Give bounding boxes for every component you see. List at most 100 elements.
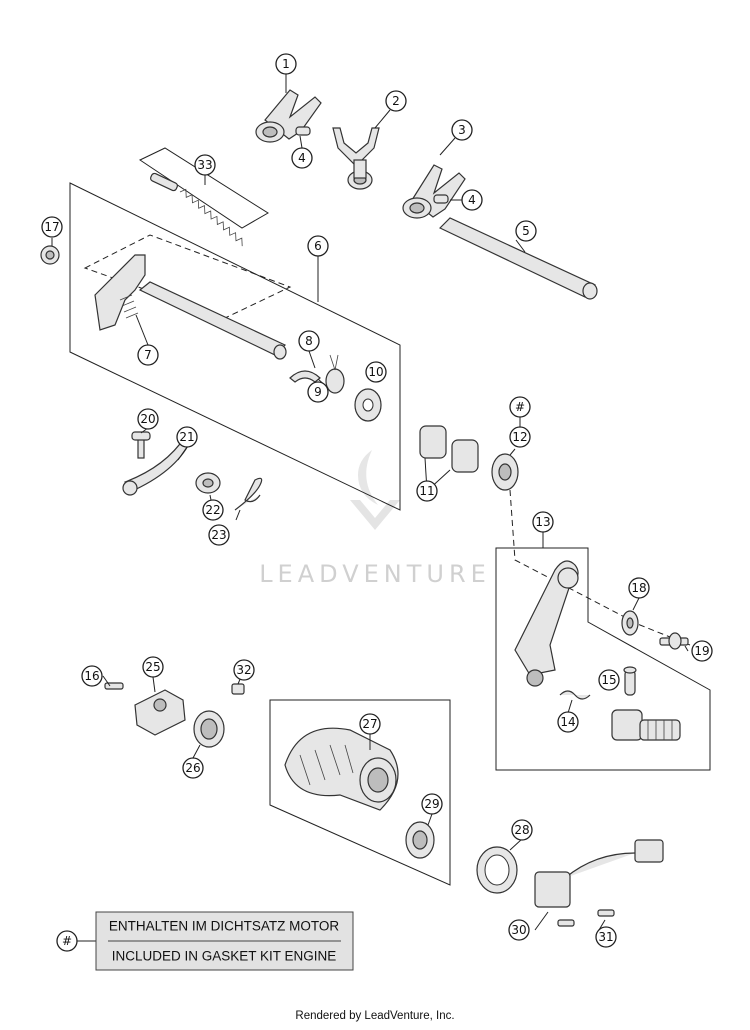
svg-text:18: 18 bbox=[631, 581, 646, 595]
shaft-seal bbox=[491, 453, 519, 491]
svg-text:22: 22 bbox=[205, 503, 220, 517]
svg-text:1: 1 bbox=[282, 57, 290, 71]
svg-text:5: 5 bbox=[522, 224, 530, 238]
callout-2: 2 bbox=[385, 90, 407, 112]
callout-30: 30 bbox=[508, 919, 530, 941]
cover-plug bbox=[231, 683, 245, 695]
svg-text:4: 4 bbox=[298, 151, 306, 165]
shift-fork-2 bbox=[332, 127, 380, 190]
callout-12: 12 bbox=[509, 426, 531, 448]
callout-4-lower: 4 bbox=[461, 189, 483, 211]
shift-shaft bbox=[94, 254, 287, 360]
gasket-kit-legend: # ENTHALTEN IM DICHTSATZ MOTOR INCLUDED … bbox=[56, 911, 354, 971]
callout-33: 33 bbox=[194, 154, 216, 176]
callout-3: 3 bbox=[451, 119, 473, 141]
callout-11: 11 bbox=[416, 480, 438, 502]
shift-lever-group-box bbox=[495, 547, 711, 771]
callout-18: 18 bbox=[628, 577, 650, 599]
callout-31: 31 bbox=[595, 926, 617, 948]
callout-10: 10 bbox=[365, 361, 387, 383]
svg-text:17: 17 bbox=[44, 220, 59, 234]
svg-text:26: 26 bbox=[185, 761, 200, 775]
footer-credit: Rendered by LeadVenture, Inc. bbox=[295, 1010, 455, 1022]
svg-text:11: 11 bbox=[419, 484, 434, 498]
cap bbox=[40, 245, 60, 265]
svg-text:19: 19 bbox=[694, 644, 709, 658]
shift-drum-group-box bbox=[269, 699, 451, 886]
lever-washer bbox=[621, 610, 639, 636]
legend-line-de: ENTHALTEN IM DICHTSATZ MOTOR bbox=[109, 919, 340, 934]
callout-27: 27 bbox=[359, 713, 381, 735]
svg-text:30: 30 bbox=[511, 923, 526, 937]
callout-23: 23 bbox=[208, 524, 230, 546]
svg-text:29: 29 bbox=[424, 797, 439, 811]
shift-detent-bolt bbox=[131, 431, 151, 459]
callout-19: 19 bbox=[691, 640, 713, 662]
shift-drum-locating bbox=[134, 689, 186, 736]
callout-32: 32 bbox=[233, 659, 255, 681]
legend-symbol: # bbox=[56, 930, 78, 952]
shift-lever bbox=[514, 560, 579, 687]
lever-pin bbox=[623, 666, 637, 696]
svg-text:6: 6 bbox=[314, 239, 322, 253]
lever-tip bbox=[611, 709, 681, 741]
gear-position-sensor bbox=[534, 839, 664, 908]
callout-22: 22 bbox=[202, 499, 224, 521]
guide-pin-upper bbox=[295, 126, 311, 136]
callout-16: 16 bbox=[81, 665, 103, 687]
shift-fork-1 bbox=[255, 89, 322, 143]
needle-bearings bbox=[419, 425, 479, 473]
spring-and-pin bbox=[150, 172, 243, 247]
watermark-text: LEADVENTURE bbox=[259, 560, 491, 588]
svg-text:12: 12 bbox=[512, 430, 527, 444]
shift-drum bbox=[284, 727, 399, 811]
callout-1: 1 bbox=[275, 53, 297, 75]
oil-seal bbox=[193, 710, 225, 748]
svg-text:16: 16 bbox=[84, 669, 99, 683]
svg-text:21: 21 bbox=[179, 430, 194, 444]
callout-15: 15 bbox=[598, 669, 620, 691]
svg-text:31: 31 bbox=[598, 930, 613, 944]
svg-text:32: 32 bbox=[236, 663, 251, 677]
svg-text:33: 33 bbox=[197, 158, 212, 172]
svg-text:4: 4 bbox=[468, 193, 476, 207]
svg-text:9: 9 bbox=[314, 385, 322, 399]
callout-26: 26 bbox=[182, 757, 204, 779]
callout-6: 6 bbox=[307, 235, 329, 257]
svg-text:15: 15 bbox=[601, 673, 616, 687]
svg-text:2: 2 bbox=[392, 94, 400, 108]
svg-text:23: 23 bbox=[211, 528, 226, 542]
shift-fork-3 bbox=[402, 164, 466, 219]
detent-roller bbox=[195, 472, 221, 494]
svg-text:8: 8 bbox=[305, 334, 313, 348]
callout-13: 13 bbox=[532, 511, 554, 533]
locating-bolt bbox=[104, 682, 124, 690]
callout-5: 5 bbox=[515, 220, 537, 242]
svg-text:13: 13 bbox=[535, 515, 550, 529]
callout-28: 28 bbox=[511, 819, 533, 841]
svg-text:#: # bbox=[515, 400, 525, 414]
ring bbox=[476, 846, 518, 894]
lever-spring bbox=[559, 690, 591, 700]
callout-hash-gasket-kit: # bbox=[509, 396, 531, 418]
callout-17: 17 bbox=[41, 216, 63, 238]
svg-text:10: 10 bbox=[368, 365, 383, 379]
selector-shaft-group-box bbox=[69, 182, 401, 511]
assembly-axis bbox=[509, 489, 691, 646]
callout-14: 14 bbox=[557, 711, 579, 733]
callout-21: 21 bbox=[176, 426, 198, 448]
callout-9: 9 bbox=[307, 381, 329, 403]
retaining-ring-and-washers bbox=[289, 354, 382, 422]
svg-text:20: 20 bbox=[140, 412, 155, 426]
svg-text:25: 25 bbox=[145, 660, 160, 674]
sensor-screws bbox=[557, 909, 615, 927]
svg-text:7: 7 bbox=[144, 348, 152, 362]
torsion-spring bbox=[234, 477, 263, 511]
guide-pin-lower bbox=[433, 194, 449, 204]
legend-line-en: INCLUDED IN GASKET KIT ENGINE bbox=[112, 949, 337, 964]
callout-25: 25 bbox=[142, 656, 164, 678]
callout-8: 8 bbox=[298, 330, 320, 352]
callout-4-upper: 4 bbox=[291, 147, 313, 169]
callout-7: 7 bbox=[137, 344, 159, 366]
